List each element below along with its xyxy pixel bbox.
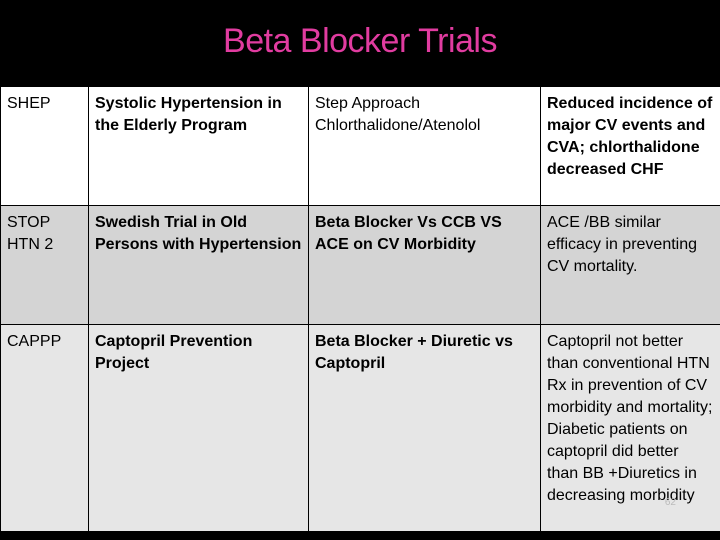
trial-design: Beta Blocker + Diuretic vs Captopril <box>308 324 541 532</box>
trials-table: SHEP Systolic Hypertension in the Elderl… <box>0 86 720 532</box>
trial-design: Beta Blocker Vs CCB VS ACE on CV Morbidi… <box>308 205 541 325</box>
trial-name: Captopril Prevention Project <box>88 324 309 532</box>
trial-abbreviation: STOP HTN 2 <box>0 205 89 325</box>
slide-number: 62 <box>664 497 676 508</box>
trial-name: Swedish Trial in Old Persons with Hypert… <box>88 205 309 325</box>
trial-result: Reduced incidence of major CV events and… <box>540 86 720 206</box>
slide-title: Beta Blocker Trials <box>223 22 497 60</box>
table-row: STOP HTN 2 Swedish Trial in Old Persons … <box>0 205 720 325</box>
trial-design: Step Approach Chlorthalidone/Atenolol <box>308 86 541 206</box>
trial-result: ACE /BB similar efficacy in preventing C… <box>540 205 720 325</box>
trial-result: Captopril not better than conventional H… <box>540 324 720 532</box>
table-row: CAPPP Captopril Prevention Project Beta … <box>0 324 720 532</box>
trial-name: Systolic Hypertension in the Elderly Pro… <box>88 86 309 206</box>
trial-abbreviation: CAPPP <box>0 324 89 532</box>
table-row: SHEP Systolic Hypertension in the Elderl… <box>0 86 720 206</box>
trial-abbreviation: SHEP <box>0 86 89 206</box>
